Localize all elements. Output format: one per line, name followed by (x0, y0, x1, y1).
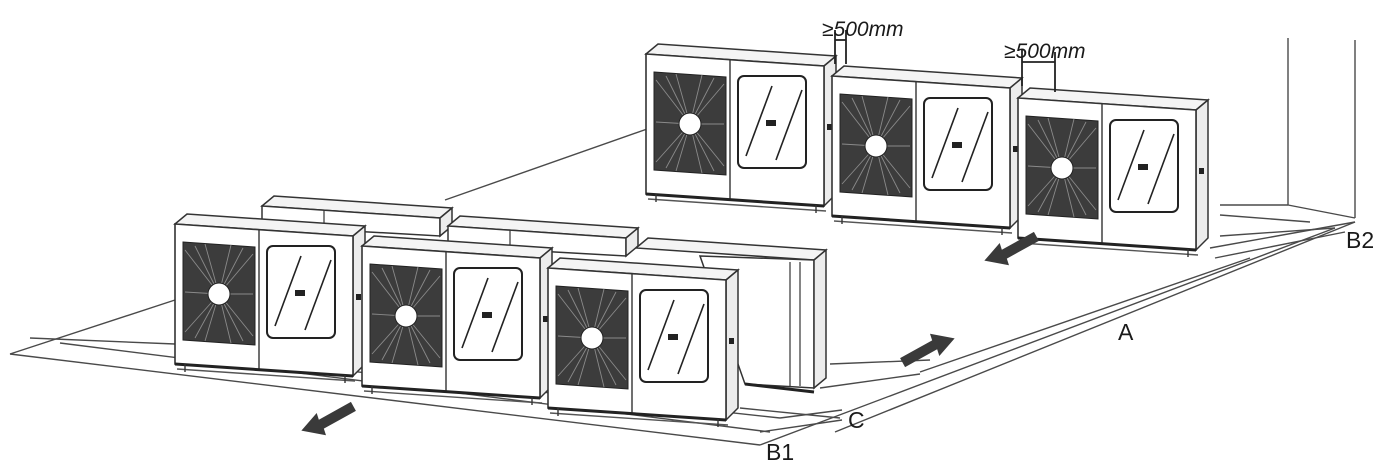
gap-brackets (834, 30, 1056, 92)
dimension-label-b1: B1 (766, 439, 794, 465)
back-unit-2 (830, 64, 1024, 237)
front-unit-3 (546, 256, 740, 429)
airflow-arrow-icon (297, 401, 361, 443)
back-unit-3 (1016, 86, 1210, 259)
airflow-arrow-icon (980, 231, 1044, 273)
gap-label-left: ≥500mm (822, 18, 904, 41)
front-unit-1 (173, 212, 367, 385)
dimension-label-c: C (848, 407, 865, 433)
dimension-label-a: A (1118, 319, 1134, 345)
back-row-units (644, 42, 1210, 259)
back-unit-1 (644, 42, 838, 215)
front-unit-2 (360, 234, 554, 407)
gap-label-right: ≥500mm (1004, 40, 1086, 63)
dimension-label-b2: B2 (1346, 227, 1374, 253)
